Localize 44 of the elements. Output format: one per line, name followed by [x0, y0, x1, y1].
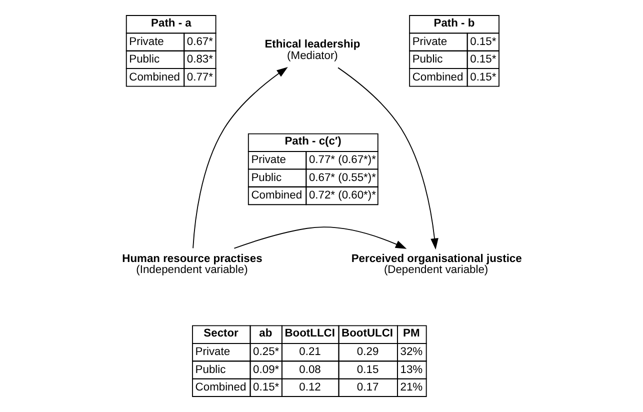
label: 0.08	[298, 364, 320, 376]
node-text: Perceived organisational justice (Dependent variable)	[350, 252, 522, 276]
label: PM	[402, 328, 420, 340]
label: 0.15*	[470, 36, 496, 48]
label: 0.77* (0.67*)*	[308, 154, 376, 166]
label: 0.25*	[252, 346, 279, 358]
label: Combined	[250, 190, 302, 202]
label: 0.29	[356, 346, 378, 358]
label: Public	[194, 364, 226, 376]
label: 0.77*	[186, 71, 212, 84]
label: 0.15*	[470, 71, 496, 84]
label: Path - a	[150, 17, 191, 30]
label: 0.72* (0.60*)*	[308, 190, 376, 202]
label: 0.15*	[470, 54, 496, 66]
node-text: Ethical leadership (Mediator)	[264, 38, 360, 62]
label: 0.15	[356, 364, 378, 376]
label: 0.83*	[186, 54, 212, 66]
label: 32%	[400, 346, 422, 358]
label: Path - c(c′)	[284, 136, 341, 148]
label: BootLLCI	[284, 328, 334, 340]
label: Private	[250, 154, 286, 166]
label: Sector	[203, 328, 238, 340]
node-text: Human resource practises (Independent variable)	[122, 252, 262, 276]
label: 21%	[400, 382, 422, 394]
label: BootULCI	[341, 328, 392, 340]
label: 0.12	[298, 382, 320, 394]
label: 0.67*	[186, 36, 212, 48]
label: Private	[412, 36, 447, 48]
label: Combined	[128, 71, 180, 84]
label: 0.09*	[252, 364, 279, 376]
label: Public	[412, 54, 442, 66]
label: Public	[128, 54, 160, 66]
label: Public	[250, 172, 282, 184]
label: Combined	[194, 382, 246, 394]
label: Private	[128, 36, 164, 48]
label: 0.67* (0.55*)*	[308, 172, 376, 184]
label: 13%	[400, 364, 422, 376]
label: 0.17	[356, 382, 378, 394]
label: Combined	[412, 71, 463, 84]
label: 0.15*	[252, 382, 279, 394]
label: Path - b	[433, 17, 474, 30]
label: Private	[194, 346, 230, 358]
label: ab	[258, 328, 272, 340]
label: 0.21	[298, 346, 320, 358]
